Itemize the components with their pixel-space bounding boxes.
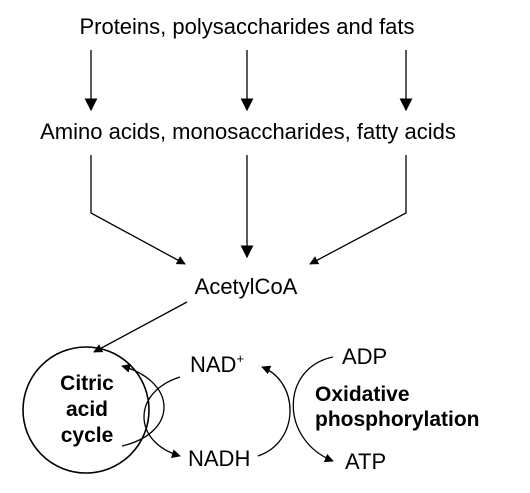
oxidative-phosphorylation-label-line1: Oxidative (315, 383, 410, 406)
arrow-fatty-acids-to-acetylcoa (309, 155, 407, 265)
acetylcoa-label: AcetylCoA (195, 274, 298, 299)
arrow-nad-reduced (143, 376, 181, 459)
arrow-nadh-to-nad-oxidation (257, 365, 291, 457)
monomers-label: Amino acids, monosaccharides, fatty acid… (40, 119, 456, 144)
nad-text: NAD (190, 352, 236, 377)
citric-acid-cycle-label-line3: cycle (61, 424, 114, 447)
arrow-amino-acids-to-acetylcoa (90, 155, 186, 265)
nad-superscript: + (236, 351, 244, 366)
adp-label: ADP (342, 344, 387, 369)
arrow-acetylcoa-to-citric-cycle (93, 301, 188, 353)
arrow-adp-to-atp (292, 356, 334, 463)
arrow-nadh-regenerated (121, 363, 165, 447)
atp-label: ATP (345, 449, 386, 474)
citric-acid-cycle-circle (22, 346, 150, 474)
citric-acid-cycle-label-line1: Citric (60, 372, 114, 395)
nad-label: NAD+ (190, 351, 244, 377)
citric-acid-cycle-label-line2: acid (66, 398, 108, 421)
nadh-label: NADH (188, 446, 250, 471)
macronutrients-label: Proteins, polysaccharides and fats (79, 14, 414, 39)
oxidative-phosphorylation-label-line2: phosphorylation (315, 408, 480, 431)
